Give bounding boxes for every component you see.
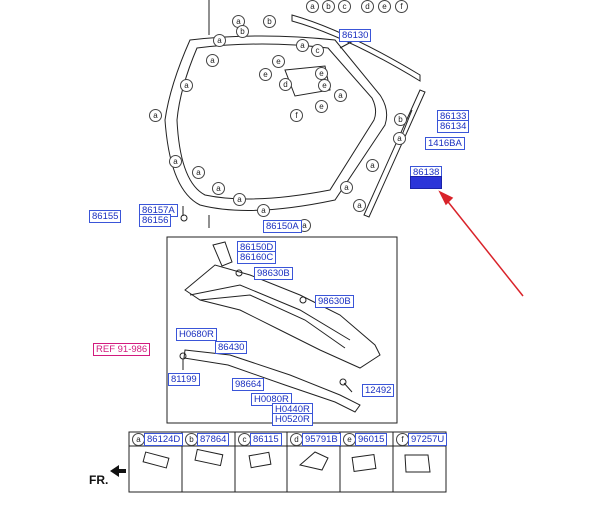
cowl-panel (184, 264, 381, 369)
part-86150A[interactable]: 86150A (263, 220, 302, 233)
legend-part[interactable]: 86115 (250, 433, 282, 446)
callout-c: c (338, 0, 351, 13)
front-label: FR. (89, 473, 109, 487)
callout-a: a (334, 89, 347, 102)
callout-b: b (236, 25, 249, 38)
callout-d: d (279, 78, 292, 91)
callout-a: a (306, 0, 319, 13)
legend-part[interactable]: 96015 (355, 433, 388, 446)
part-98630B[interactable]: 98630B (254, 267, 293, 280)
part-86134[interactable]: 86134 (437, 120, 470, 133)
legend-letter: b (185, 433, 198, 446)
callout-a: a (353, 199, 366, 212)
callout-a: a (340, 181, 353, 194)
callout-a: a (212, 182, 225, 195)
callout-b: b (322, 0, 335, 13)
part-H0680R[interactable]: H0680R (176, 328, 217, 341)
callout-a: a (366, 159, 379, 172)
callout-a: a (213, 34, 226, 47)
part-98630B[interactable]: 98630B (315, 295, 354, 308)
callout-e: e (315, 67, 328, 80)
callout-a: a (192, 166, 205, 179)
part-12492[interactable]: 12492 (362, 384, 395, 397)
front-arrow-icon (110, 465, 126, 477)
callout-a: a (149, 109, 162, 122)
part-86130[interactable]: 86130 (339, 29, 372, 42)
callout-d: d (361, 0, 374, 13)
callout-e: e (378, 0, 391, 13)
callout-b: b (394, 113, 407, 126)
part-86156[interactable]: 86156 (139, 214, 172, 227)
callout-e: e (315, 100, 328, 113)
legend-letter: f (396, 433, 409, 446)
callout-b: b (263, 15, 276, 28)
legend-part[interactable]: 97257U (408, 433, 448, 446)
part-86155[interactable]: 86155 (89, 210, 122, 223)
callout-e: e (318, 79, 331, 92)
part-98664[interactable]: 98664 (232, 378, 265, 391)
part-H0080R[interactable]: H0080R (251, 393, 292, 406)
callout-f: f (290, 109, 303, 122)
ref-link[interactable]: REF 91-986 (93, 343, 151, 356)
legend-part[interactable]: 86124D (144, 433, 184, 446)
part-86430[interactable]: 86430 (215, 341, 248, 354)
part-86139-highlighted[interactable]: 86139 (410, 176, 443, 189)
part-86160C[interactable]: 86160C (237, 251, 277, 264)
legend-part[interactable]: 87864 (197, 433, 230, 446)
callout-e: e (259, 68, 272, 81)
callout-c: c (311, 44, 324, 57)
red-arrow-icon (438, 190, 524, 297)
callout-a: a (169, 155, 182, 168)
part-81199[interactable]: 81199 (168, 373, 200, 386)
part-1416BA[interactable]: 1416BA (425, 137, 465, 150)
windshield-outline (164, 35, 388, 211)
callout-a: a (180, 79, 193, 92)
callout-f: f (395, 0, 408, 13)
part-H0520R[interactable]: H0520R (272, 413, 313, 426)
callout-e: e (272, 55, 285, 68)
callout-a: a (393, 132, 406, 145)
callout-a: a (296, 39, 309, 52)
callout-a: a (257, 204, 270, 217)
callout-a: a (206, 54, 219, 67)
legend-part[interactable]: 95791B (302, 433, 341, 446)
callout-a: a (233, 193, 246, 206)
part-H0440R[interactable]: H0440R (272, 403, 313, 416)
